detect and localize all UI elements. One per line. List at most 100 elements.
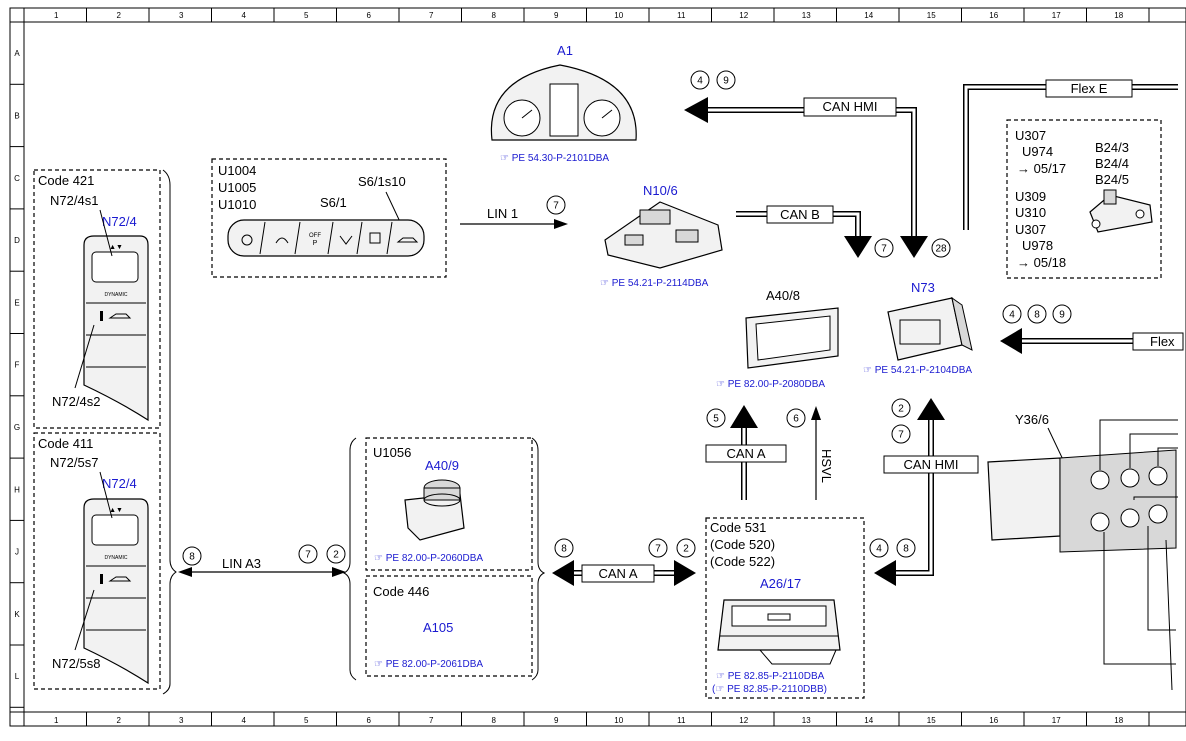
svg-text:8: 8 [189,552,195,563]
lin-a3-label: LIN A3 [222,556,261,571]
svg-text:U978: U978 [1022,238,1053,253]
head-unit-icon [717,599,841,665]
svg-text:7: 7 [553,201,559,212]
svg-text:5: 5 [713,414,719,425]
can-a-1-label: CAN A [726,446,765,461]
connection-circle: 8 [182,546,202,566]
grid-col-label: 2 [117,11,122,20]
svg-text:7: 7 [898,430,904,441]
grid-row-label: H [14,485,20,494]
connection-circle: 2 [326,544,346,564]
grid-row-label: J [15,548,19,557]
svg-text:2: 2 [333,550,339,561]
grid-col-label: 10 [614,716,623,725]
a105-ref: ☞ PE 82.00-P-2061DBA [374,659,483,670]
svg-text:28: 28 [935,244,947,255]
grid-marks: 1122334455667788991010111112121313141415… [10,8,1150,726]
b24-group-box [1006,119,1162,279]
dynamic-switch-icon-411: ▲▼ DYNAMIC [83,498,149,685]
code421-top-label: N72/4s1 [50,193,98,208]
connection-circle: 8 [554,538,574,558]
grid-col-label: 4 [242,716,247,725]
valve-block-icon [987,419,1178,691]
svg-text:→ 05/18: → 05/18 [1017,255,1066,270]
lin1-line: LIN 1 [460,206,568,229]
hsvl-label: HSVL [819,449,834,483]
svg-text:DYNAMIC: DYNAMIC [104,555,127,561]
grid-col-label: 7 [429,11,434,20]
yaw-sensor-icon [1089,189,1153,233]
connection-circle: 4 [869,538,889,558]
hsvl-line: HSVL [811,406,834,500]
a40-8-label: A40/8 [766,288,800,303]
n10-6-ref: ☞ PE 54.21-P-2114DBA [600,278,709,289]
grid-col-label: 8 [492,11,497,20]
svg-text:9: 9 [723,76,729,87]
code421-title: Code 421 [38,173,94,188]
code411-bottom-leader [74,589,95,651]
code421-bottom-label: N72/4s2 [52,394,100,409]
grid-col-label: 17 [1052,11,1061,20]
s6-1s10-label: S6/1s10 [358,174,406,189]
can-a-vertical-bus: CAN A [705,405,787,500]
svg-text:4: 4 [876,544,882,555]
svg-text:U310: U310 [1015,205,1046,220]
left-brace [162,169,177,695]
svg-text:▲▼: ▲▼ [109,507,123,514]
svg-text:9: 9 [1059,310,1065,321]
svg-text:B24/5: B24/5 [1095,172,1129,187]
b24-parts: B24/3 B24/4 B24/5 [1095,140,1129,187]
y36-6-label: Y36/6 [1015,412,1049,427]
code411-bottom-label: N72/5s8 [52,656,100,671]
svg-text:8: 8 [903,544,909,555]
grid-col-label: 12 [739,11,748,20]
a40-9-label: A40/9 [425,458,459,473]
connection-circle: 4 [690,70,710,90]
switch-panel-icon: OFF P [227,219,425,257]
svg-text:4: 4 [697,76,703,87]
code531-line-3: (Code 522) [710,554,775,569]
n10-6-label: N10/6 [643,183,678,198]
dynamic-switch-icon-421: ▲▼ DYNAMIC [83,235,149,422]
connection-circle: 7 [546,195,566,215]
grid-row-label: C [14,174,20,183]
svg-text:U307: U307 [1015,222,1046,237]
a1-label: A1 [557,43,573,58]
lin1-label: LIN 1 [487,206,518,221]
u1056-title: U1056 [373,445,411,460]
grid-col-label: 11 [677,11,686,20]
grid-col-label: 9 [554,716,559,725]
mid-brace-right [531,437,546,681]
svg-text:OFF: OFF [309,233,321,239]
svg-text:6: 6 [793,414,799,425]
code531-line-2: (Code 520) [710,537,775,552]
code531-box [705,517,865,699]
connection-circle: 9 [1052,304,1072,324]
svg-text:B24/3: B24/3 [1095,140,1129,155]
grid-col-label: 1 [54,716,59,725]
controller-knob-icon [404,479,465,541]
grid-col-label: 6 [367,716,372,725]
svg-text:U307: U307 [1015,128,1046,143]
grid-col-label: 16 [989,716,998,725]
grid-col-label: 17 [1052,716,1061,725]
grid-row-label: L [15,672,20,681]
a105-label: A105 [423,620,453,635]
grid-col-label: 13 [802,11,811,20]
grid-col-label: 2 [117,716,122,725]
grid-col-label: 15 [927,716,936,725]
svg-text:2: 2 [683,544,689,555]
grid-col-label: 11 [677,716,686,725]
grid-col-label: 18 [1114,716,1123,725]
sam-module-icon [604,201,723,269]
instrument-cluster-icon [490,64,637,141]
grid-col-label: 1 [54,11,59,20]
svg-text:4: 4 [1009,310,1015,321]
grid-col-label: 5 [304,11,309,20]
connection-circle: 7 [874,238,894,258]
a26-17-label: A26/17 [760,576,801,591]
can-hmi-lower-bus: CAN HMI [874,398,979,586]
